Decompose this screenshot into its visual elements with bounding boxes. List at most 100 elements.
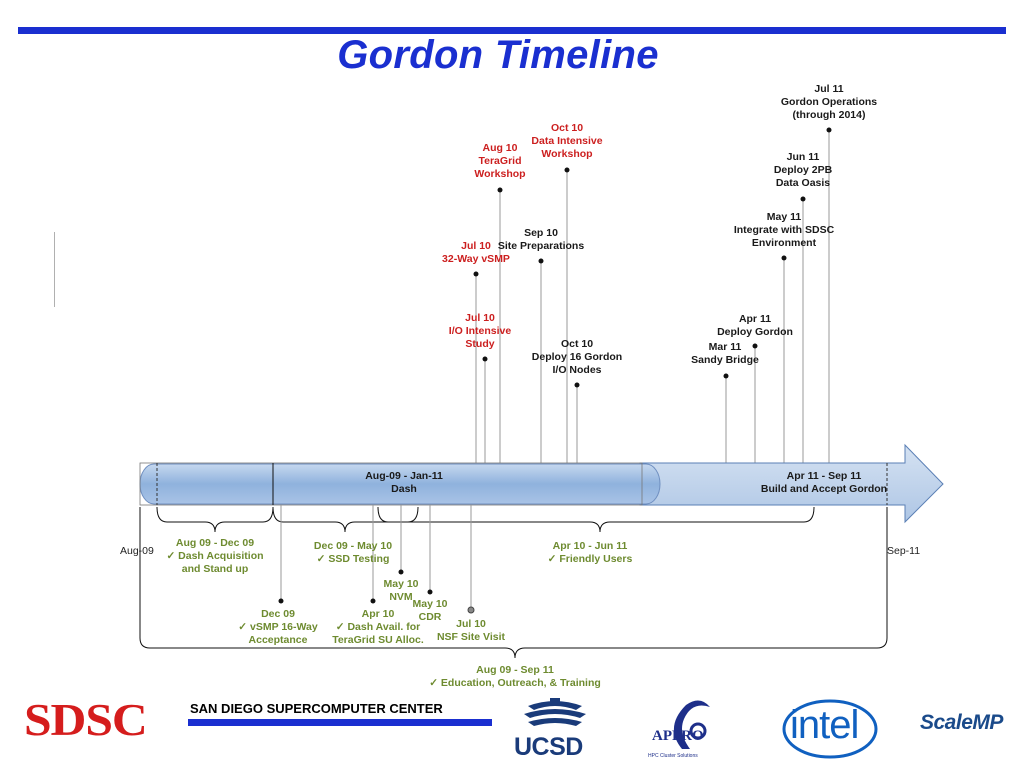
dot-jul10-io: [482, 356, 488, 362]
event-date: Jul 10: [465, 312, 495, 324]
event-date: May 10: [412, 598, 448, 610]
build-range: Apr 11 - Sep 11: [786, 470, 862, 482]
event-date: Jul 10: [461, 240, 491, 252]
event-text: Workshop: [541, 148, 593, 160]
event-oct10-io: Oct 10 Deploy 16 Gordon I/O Nodes: [532, 338, 622, 377]
appro-tagline: HPC Cluster Solutions: [648, 753, 698, 759]
footer-accent-bar: [188, 719, 492, 726]
event-text: NVM: [389, 591, 413, 603]
bracket-dash-acq: [156, 506, 274, 533]
event-date: Jul 10: [456, 618, 486, 630]
phase-text: and Stand up: [181, 563, 249, 575]
event-text: NSF Site Visit: [436, 631, 506, 643]
event-date: Apr 10: [361, 608, 395, 620]
org-name: SAN DIEGO SUPERCOMPUTER CENTER: [190, 701, 443, 716]
event-text: 32-Way vSMP: [442, 253, 510, 265]
event-date: May 10: [383, 578, 419, 590]
phase-text: ✓ Friendly Users: [547, 553, 633, 565]
dot-jul11-ops: [826, 127, 832, 133]
event-text: Acceptance: [248, 634, 308, 646]
phase-range: Apr 10 - Jun 11: [552, 540, 628, 552]
bracket-friendly: [377, 506, 815, 533]
event-date: Oct 10: [550, 122, 584, 134]
timeline-diagram: [139, 127, 944, 659]
dot-apr11-deploy: [752, 343, 758, 349]
event-apr11-deploy: Apr 11 Deploy Gordon: [717, 313, 793, 339]
event-may10-nvm: May 10 NVM: [383, 578, 418, 604]
event-text: Study: [465, 338, 495, 350]
event-text: Deploy 16 Gordon: [531, 351, 623, 363]
dot-jul10-nsf: [467, 606, 475, 614]
event-text: ✓ Dash Avail. for: [335, 621, 421, 633]
phase-dash-acq: Aug 09 - Dec 09 ✓ Dash Acquisition and S…: [166, 537, 263, 576]
event-text: Deploy Gordon: [717, 326, 793, 338]
scalemp-logo: ScaleMP: [920, 711, 1003, 734]
dot-aug10-tg: [497, 187, 503, 193]
build-bar-label: Apr 11 - Sep 11 Build and Accept Gordon: [761, 470, 887, 496]
dash-range: Aug-09 - Jan-11: [365, 470, 443, 482]
event-text: (through 2014): [792, 109, 866, 121]
event-aug10-tg: Aug 10 TeraGrid Workshop: [474, 142, 525, 181]
build-name: Build and Accept Gordon: [760, 483, 888, 495]
dot-jun11-oasis: [800, 196, 806, 202]
dash-bar-label: Aug-09 - Jan-11 Dash: [365, 470, 443, 496]
phase-range: Aug 09 - Dec 09: [175, 537, 255, 549]
ucsd-trident-icon: [524, 698, 586, 726]
event-text: CDR: [418, 611, 442, 623]
bracket-ssd: [272, 506, 419, 533]
sdsc-logo: SDSC: [24, 694, 148, 745]
event-date: Jul 11: [814, 83, 844, 95]
dot-apr10-dash: [370, 598, 376, 604]
dot-oct10-io: [574, 382, 580, 388]
dot-may10-nvm: [398, 569, 404, 575]
event-jun11-oasis: Jun 11 Deploy 2PB Data Oasis: [774, 151, 832, 190]
event-oct10-ws: Oct 10 Data Intensive Workshop: [531, 122, 602, 161]
event-jul11-ops: Jul 11 Gordon Operations (through 2014): [781, 83, 877, 122]
dash-name: Dash: [391, 483, 417, 495]
intel-logo: intel: [790, 703, 859, 747]
event-text: I/O Nodes: [552, 364, 602, 376]
start-date-label: Aug-09: [120, 545, 154, 557]
phase-range: Aug 09 - Sep 11: [476, 664, 554, 676]
bracket-outreach: [139, 507, 888, 659]
event-mar11-sandy: Mar 11 Sandy Bridge: [691, 341, 759, 367]
build-arrow: [639, 443, 944, 524]
event-text: TeraGrid SU Alloc.: [332, 634, 424, 646]
phase-text: ✓ SSD Testing: [316, 553, 390, 565]
event-date: Dec 09: [261, 608, 295, 620]
appro-swoosh-icon: [673, 700, 710, 749]
event-date: Sep 10: [524, 227, 558, 239]
event-date: Apr 11: [738, 313, 772, 325]
below-dots: [278, 569, 475, 614]
event-text: Data Intensive: [531, 135, 603, 147]
event-date: Oct 10: [560, 338, 594, 350]
event-dec09-vsmp: Dec 09 ✓ vSMP 16-Way Acceptance: [238, 608, 317, 647]
event-text: Deploy 2PB: [773, 164, 833, 176]
dot-oct10-ws: [564, 167, 570, 173]
phase-text: ✓ Education, Outreach, & Training: [429, 677, 601, 689]
event-may11-env: May 11 Integrate with SDSC Environment: [734, 211, 834, 250]
dot-dec09-vsmp: [278, 598, 284, 604]
phase-range: Dec 09 - May 10: [313, 540, 393, 552]
event-date: Jun 11: [786, 151, 820, 163]
ucsd-logo: UCSD: [514, 733, 583, 761]
dot-may11-env: [781, 255, 787, 261]
phase-outreach: Aug 09 - Sep 11 ✓ Education, Outreach, &…: [429, 664, 601, 690]
event-date: Mar 11: [708, 341, 742, 353]
event-sep10-site: Sep 10 Site Preparations: [498, 227, 584, 253]
event-text: Environment: [751, 237, 817, 249]
below-stems: [280, 505, 472, 610]
phase-friendly: Apr 10 - Jun 11 ✓ Friendly Users: [548, 540, 633, 566]
event-may10-cdr: May 10 CDR: [412, 598, 447, 624]
event-jul10-nsf: Jul 10 NSF Site Visit: [437, 618, 505, 644]
phase-text: ✓ Dash Acquisition: [166, 550, 264, 562]
event-text: ✓ vSMP 16-Way: [238, 621, 318, 633]
left-divider-line: [54, 232, 55, 307]
event-stems: [475, 130, 830, 463]
title-accent-bar: [18, 27, 1006, 34]
event-text: Sandy Bridge: [691, 354, 759, 366]
dot-jul10-vsmp: [473, 271, 479, 277]
dot-may10-cdr: [427, 589, 433, 595]
event-apr10-dash: Apr 10 ✓ Dash Avail. for TeraGrid SU All…: [332, 608, 424, 647]
page-title: Gordon Timeline: [337, 33, 659, 77]
